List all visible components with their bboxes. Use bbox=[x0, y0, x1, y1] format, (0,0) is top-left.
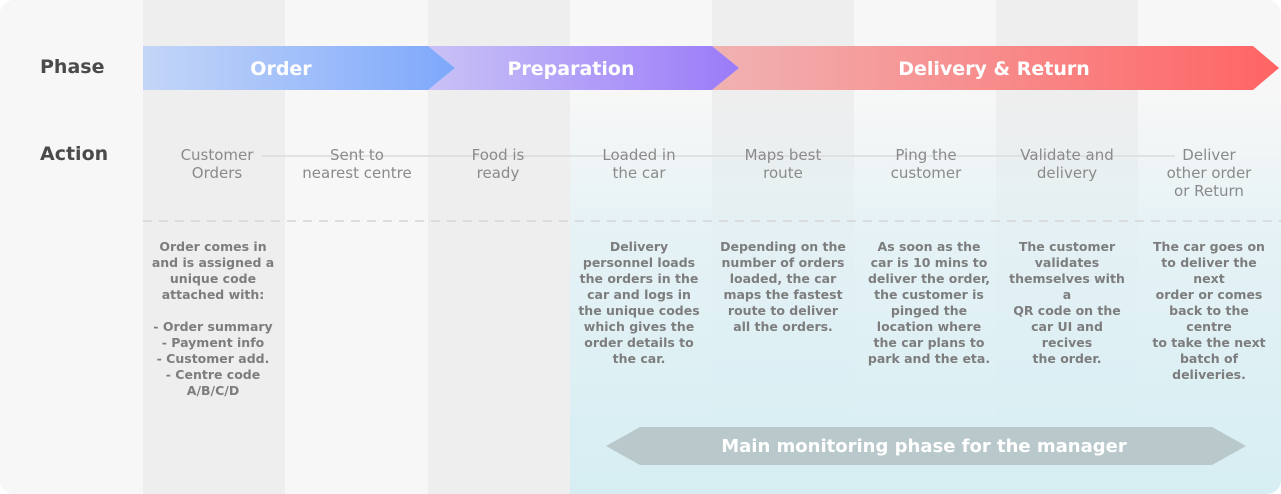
description-loaded-in-car: Delivery personnel loads the orders in t… bbox=[578, 239, 700, 366]
description-maps-best-route: Depending on the number of orders loaded… bbox=[720, 239, 846, 334]
monitoring-label: Main monitoring phase for the manager bbox=[721, 436, 1127, 457]
phase-label-order: Order bbox=[250, 58, 312, 80]
phase-arrow-order bbox=[143, 46, 455, 90]
phase-arrow-preparation bbox=[428, 46, 739, 90]
description-customer-orders: Order comes in and is assigned a unique … bbox=[151, 239, 275, 398]
description-ping-customer: As soon as the car is 10 mins to deliver… bbox=[867, 239, 991, 366]
phase-label-delivery-return: Delivery & Return bbox=[898, 58, 1090, 80]
description-validate-delivery: The customer validates themselves with a… bbox=[1009, 239, 1125, 366]
label-column bbox=[0, 0, 142, 494]
phase-row-label: Phase bbox=[40, 56, 105, 78]
phase-arrow-delivery-return bbox=[712, 46, 1279, 90]
monitoring-double-arrow bbox=[606, 427, 1246, 465]
action-row-label: Action bbox=[40, 143, 109, 165]
phase-label-preparation: Preparation bbox=[508, 58, 635, 80]
description-deliver-or-return: The car goes on to deliver the next orde… bbox=[1152, 239, 1266, 382]
